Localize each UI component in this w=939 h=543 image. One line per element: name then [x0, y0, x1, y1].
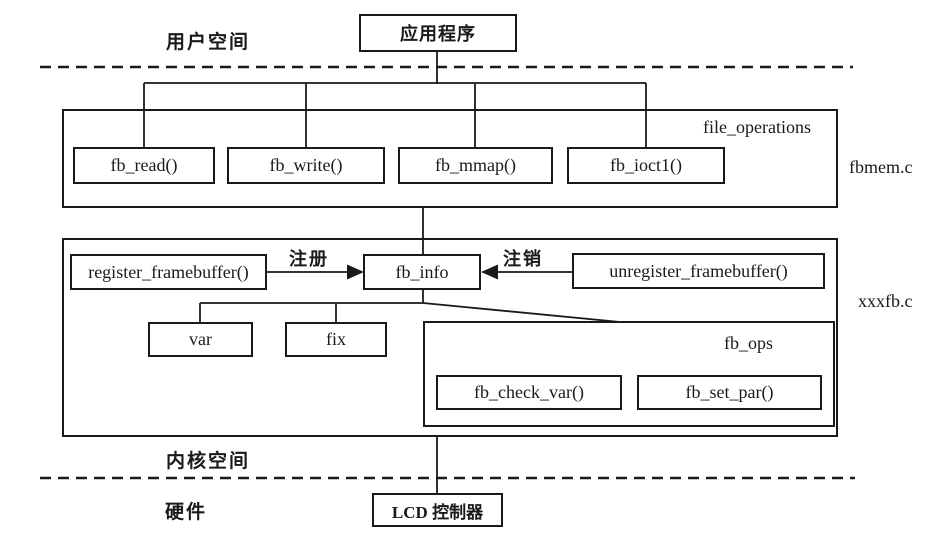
fb-write-node: fb_write() — [227, 147, 385, 184]
fb-read-node-label: fb_read() — [110, 155, 178, 175]
fb-info-node-label: fb_info — [395, 261, 449, 282]
fb-ops-label: fb_ops — [724, 333, 773, 353]
unregister-arrowhead — [481, 264, 498, 280]
file-operations-label: file_operations — [703, 117, 811, 137]
fb-check-var-node-label: fb_check_var() — [474, 382, 584, 402]
hardware-label: 硬件 — [165, 502, 208, 523]
lcd-controller-node-label: LCD 控制器 — [391, 502, 484, 522]
xxxfb-container-box — [62, 238, 838, 437]
fb-ioctl-node-label: fb_ioct1() — [610, 155, 682, 175]
fbinfo-to-fbops-diagonal-line — [422, 302, 621, 323]
unregister-framebuffer-node-label: unregister_framebuffer() — [609, 260, 788, 281]
application-node-label: 应用程序 — [400, 24, 476, 44]
var-node-label: var — [189, 329, 212, 349]
fix-node: fix — [285, 322, 387, 357]
fb-ops-container-box — [423, 321, 835, 427]
fb-mmap-node-label: fb_mmap() — [435, 155, 516, 175]
fb-set-par-node-label: fb_set_par() — [685, 382, 774, 402]
xxxfb-file-label: xxxfb.c — [858, 291, 913, 311]
unregister-framebuffer-node: unregister_framebuffer() — [572, 253, 825, 289]
register-framebuffer-node-label: register_framebuffer() — [88, 261, 249, 282]
fbmem-file-label: fbmem.c — [849, 157, 913, 177]
fb-write-node-label: fb_write() — [269, 155, 343, 175]
fbmem-container-box — [62, 109, 838, 208]
fb-check-var-node: fb_check_var() — [436, 375, 622, 410]
fb-ioctl-node: fb_ioct1() — [567, 147, 725, 184]
fb-set-par-node: fb_set_par() — [637, 375, 822, 410]
application-node: 应用程序 — [359, 14, 517, 52]
var-node: var — [148, 322, 253, 357]
fix-node-label: fix — [326, 329, 346, 349]
lcd-controller-node: LCD 控制器 — [372, 493, 503, 527]
fb-mmap-node: fb_mmap() — [398, 147, 553, 184]
fb-read-node: fb_read() — [73, 147, 215, 184]
kernel-space-label: 内核空间 — [166, 451, 251, 472]
register-framebuffer-node: register_framebuffer() — [70, 254, 267, 290]
unregister-arrow-label: 注销 — [503, 249, 543, 269]
register-arrow-label: 注册 — [289, 249, 329, 269]
fb-info-node: fb_info — [363, 254, 481, 290]
register-arrowhead — [347, 264, 364, 280]
user-space-label: 用户空间 — [166, 32, 251, 53]
